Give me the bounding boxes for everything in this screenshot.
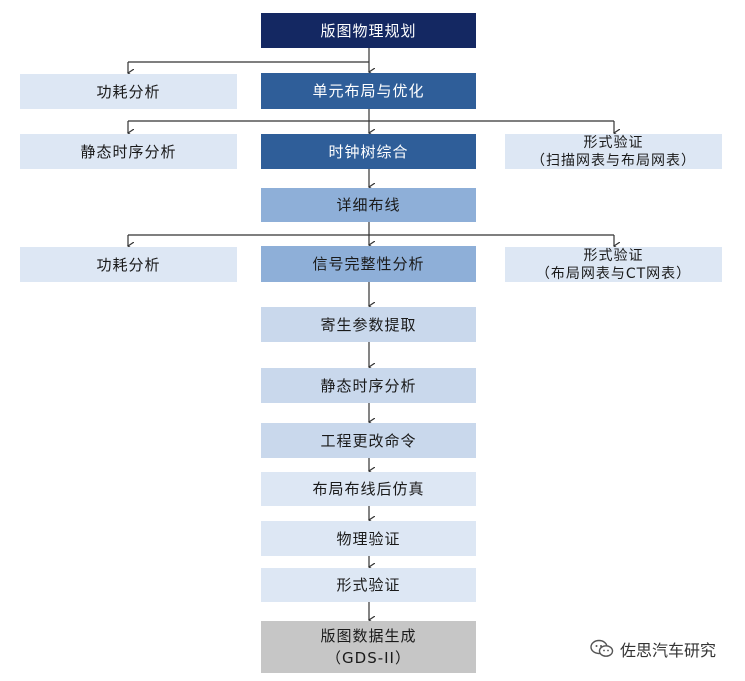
watermark: 佐思汽车研究 [590, 636, 716, 662]
node-eco: 工程更改命令 [261, 423, 476, 458]
node-gds-generation: 版图数据生成 （GDS-II） [261, 621, 476, 673]
node-static-timing-2: 静态时序分析 [261, 368, 476, 403]
node-physical-verify: 物理验证 [261, 521, 476, 556]
node-cell-placement: 单元布局与优化 [261, 73, 476, 109]
node-formal-verify-1: 形式验证 （扫描网表与布局网表） [505, 134, 722, 169]
node-power-analysis-1: 功耗分析 [20, 74, 237, 109]
node-post-layout-sim: 布局布线后仿真 [261, 472, 476, 506]
node-detailed-routing: 详细布线 [261, 188, 476, 222]
node-clock-tree: 时钟树综合 [261, 134, 476, 169]
node-power-analysis-2: 功耗分析 [20, 247, 237, 282]
watermark-text: 佐思汽车研究 [620, 641, 717, 660]
node-formal-verify-2: 形式验证 （布局网表与CT网表） [505, 247, 722, 282]
node-static-timing-1: 静态时序分析 [20, 134, 237, 169]
wechat-icon [590, 639, 614, 657]
node-formal-verify-3: 形式验证 [261, 568, 476, 602]
node-parasitic-extraction: 寄生参数提取 [261, 307, 476, 342]
node-layout-planning: 版图物理规划 [261, 13, 476, 48]
node-signal-integrity: 信号完整性分析 [261, 246, 476, 282]
